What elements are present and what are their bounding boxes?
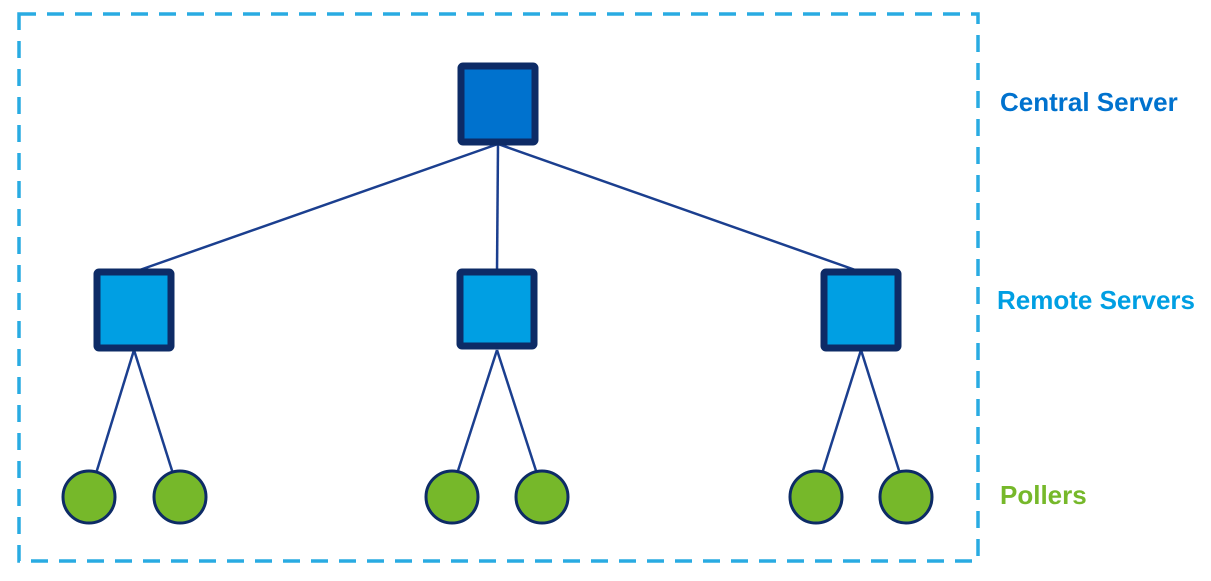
edge-remote1-poller2: [132, 349, 177, 481]
edge-remote2-poller3: [453, 349, 499, 481]
node-poller-5: [788, 469, 844, 525]
node-poller-6: [878, 469, 934, 525]
edge-central-remote-1: [133, 142, 499, 274]
edge-remote1-poller1: [92, 349, 136, 481]
pollers-label: Pollers: [1000, 480, 1087, 510]
edge-remote2-poller4: [495, 349, 541, 481]
edge-remote3-poller6: [859, 349, 904, 481]
node-poller-3: [424, 469, 480, 525]
edge-remote3-poller5: [818, 349, 863, 481]
central-server-label: Central Server: [1000, 87, 1178, 117]
node-remote-server-3: [820, 268, 902, 352]
edge-central-remote-3: [497, 142, 862, 274]
edge-central-remote-2: [495, 143, 500, 273]
node-poller-2: [152, 469, 208, 525]
node-central-server: [457, 62, 539, 146]
node-poller-1: [61, 469, 117, 525]
node-remote-server-1: [93, 268, 175, 352]
edge-group: [92, 142, 904, 481]
boundary-box: [17, 12, 980, 563]
remote-servers-label: Remote Servers: [997, 285, 1195, 315]
node-poller-4: [514, 469, 570, 525]
node-remote-server-2: [456, 268, 538, 350]
